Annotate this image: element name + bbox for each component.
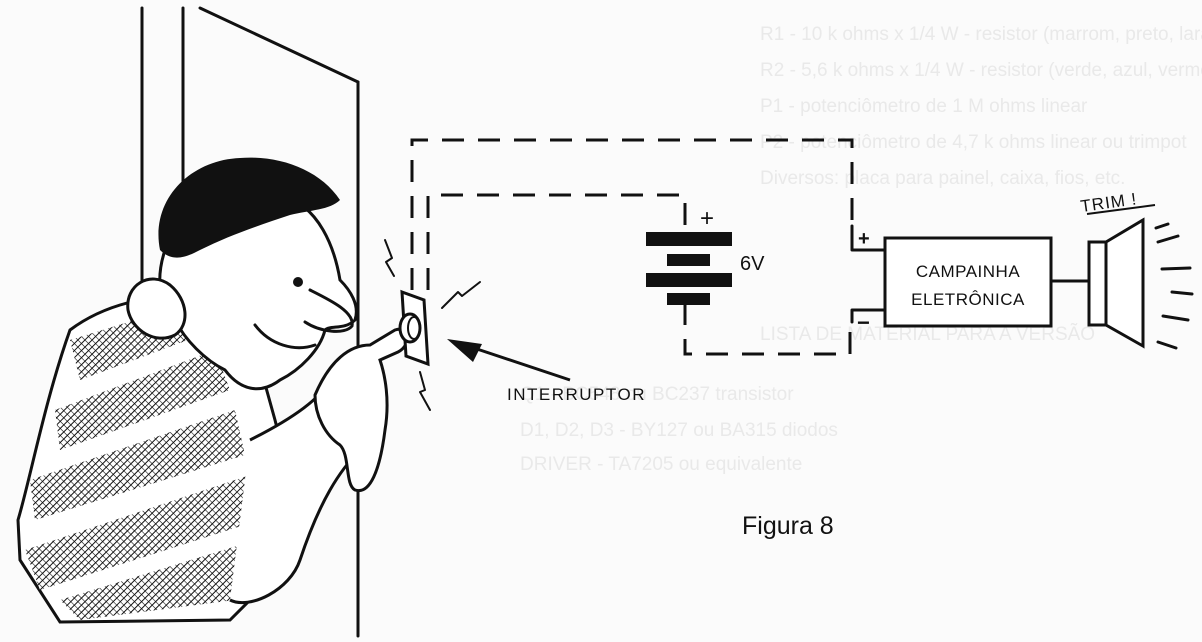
ear xyxy=(126,277,187,340)
svg-text:LISTA DE MATERIAL PARA A VERSÃ: LISTA DE MATERIAL PARA A VERSÃO xyxy=(760,323,1095,345)
push-button-switch-icon xyxy=(384,239,481,411)
speaker-icon xyxy=(1087,217,1145,349)
battery-icon xyxy=(646,232,732,305)
svg-text:R2 - 5,6 k ohms x 1/4 W - resi: R2 - 5,6 k ohms x 1/4 W - resistor (verd… xyxy=(760,60,1202,81)
circuit-wires xyxy=(410,138,854,356)
battery-voltage-label: 6V xyxy=(740,253,765,275)
battery-plate-short-2 xyxy=(667,293,710,305)
svg-text:DRIVER - TA7205 ou equivalente: DRIVER - TA7205 ou equivalente xyxy=(520,454,802,475)
hair xyxy=(158,157,340,258)
pointer-arrow-icon xyxy=(447,339,571,382)
battery-plate-short-1 xyxy=(667,254,710,266)
cartoon-man xyxy=(16,157,409,624)
eye xyxy=(293,277,303,287)
bleed-through-text: R1 - 10 k ohms x 1/4 W - resistor (marro… xyxy=(520,24,1202,475)
svg-text:R1 - 10 k ohms x 1/4 W - resis: R1 - 10 k ohms x 1/4 W - resistor (marro… xyxy=(760,24,1202,45)
shirt-stripes xyxy=(25,300,260,620)
svg-text:Q1 - BC548 ou BC237 transistor: Q1 - BC548 ou BC237 transistor xyxy=(520,384,794,405)
wire-return xyxy=(683,303,852,356)
bell-label-line1: CAMPAINHA xyxy=(916,262,1020,281)
bell-label-line2: ELETRÔNICA xyxy=(911,290,1025,309)
svg-text:Diversos: placa para painel, c: Diversos: placa para painel, caixa, fios… xyxy=(760,168,1125,189)
battery-plus-sign: + xyxy=(700,205,714,232)
electronic-bell-box xyxy=(883,236,1053,328)
door-top-edge xyxy=(198,6,360,84)
battery-plate-long-2 xyxy=(646,273,732,287)
svg-text:P1 - potenciômetro de 1 M ohms: P1 - potenciômetro de 1 M ohms linear xyxy=(760,96,1088,117)
hand xyxy=(313,327,409,493)
nose xyxy=(303,288,354,333)
sound-label-underline xyxy=(1086,204,1156,215)
battery-plate-long-1 xyxy=(646,232,732,246)
smile xyxy=(253,323,317,350)
terminal-plus-wire xyxy=(850,224,887,252)
bell-plus-sign: + xyxy=(858,228,870,250)
bell-minus-sign: − xyxy=(857,310,870,335)
figure-caption: Figura 8 xyxy=(742,512,834,540)
sound-wave-lines xyxy=(1154,222,1194,350)
bell-terminals xyxy=(850,224,887,324)
svg-text:P2 - potenciômetro de 4,7 k oh: P2 - potenciômetro de 4,7 k ohms linear … xyxy=(760,132,1187,153)
svg-text:D1, D2, D3 - BY127 ou BA315 di: D1, D2, D3 - BY127 ou BA315 diodos xyxy=(520,420,838,441)
wire-inner xyxy=(426,193,687,290)
terminal-minus-wire xyxy=(850,308,887,324)
wire-outer xyxy=(410,138,854,290)
switch-label: INTERRUPTOR xyxy=(507,385,646,404)
